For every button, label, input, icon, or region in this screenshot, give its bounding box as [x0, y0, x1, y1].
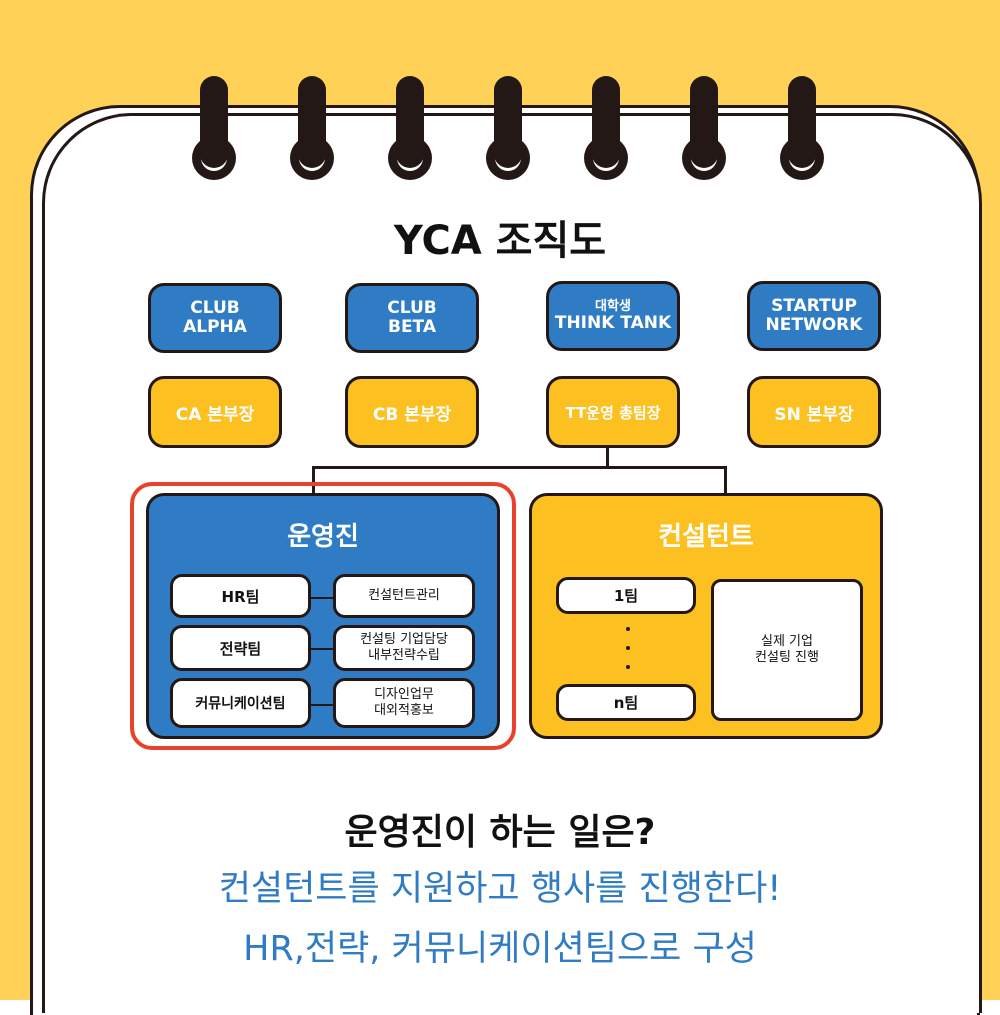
connector-horizontal: [312, 466, 727, 469]
communication-connector: [310, 704, 335, 706]
team-hr: HR팀: [170, 574, 311, 618]
role-strategy: 컨설팅 기업담당 내부전략수립: [333, 625, 475, 671]
division-club-beta: CLUB BETA: [345, 283, 479, 353]
division-club-alpha: CLUB ALPHA: [148, 283, 282, 353]
role-hr: 컨설턴트관리: [333, 574, 475, 618]
answer-line-2: HR,전략, 커뮤니케이션팀으로 구성: [243, 929, 757, 969]
binder-ring-icon: [674, 72, 734, 192]
binder-ring-icon: [184, 72, 244, 192]
operations-title: 운영진: [287, 522, 359, 552]
binder-ring-icon: [478, 72, 538, 192]
connector-left-drop: [312, 466, 315, 494]
ellipsis-dot: [626, 665, 630, 669]
page-title: YCA 조직도: [393, 218, 607, 264]
consultant-team-last: n팀: [556, 684, 696, 721]
lead-tt: TT운영 총팀장: [546, 376, 680, 448]
question-heading: 운영진이 하는 일은?: [344, 812, 656, 853]
hr-connector: [310, 597, 335, 599]
answer-line-1: 컨설턴트를 지원하고 행사를 진행한다!: [218, 869, 782, 909]
team-strategy: 전략팀: [170, 625, 311, 671]
ellipsis-dot: [626, 627, 630, 631]
lead-cb: CB 본부장: [345, 376, 479, 448]
division-think-tank: 대학생 THINK TANK: [546, 281, 680, 351]
highlight-frame: [130, 482, 516, 750]
consultant-team-first: 1팀: [556, 577, 696, 614]
division-think-tank-subtitle: 대학생: [595, 299, 631, 314]
role-communication: 디자인업무 대외적홍보: [333, 678, 475, 728]
lead-sn: SN 본부장: [747, 376, 881, 448]
binder-ring-icon: [380, 72, 440, 192]
consultants-title: 컨설턴트: [658, 522, 754, 552]
ellipsis-dot: [626, 646, 630, 650]
binder-ring-icon: [282, 72, 342, 192]
connector-right-drop: [724, 466, 727, 494]
lead-ca: CA 본부장: [148, 376, 282, 448]
division-think-tank-label: THINK TANK: [554, 313, 672, 333]
strategy-connector: [310, 648, 335, 650]
consultant-role: 실제 기업 컨설팅 진행: [711, 579, 863, 721]
binder-ring-icon: [576, 72, 636, 192]
division-startup-network: STARTUP NETWORK: [747, 281, 881, 351]
team-communication: 커뮤니케이션팀: [170, 678, 311, 728]
connector-vertical: [606, 448, 609, 468]
binder-ring-icon: [772, 72, 832, 192]
